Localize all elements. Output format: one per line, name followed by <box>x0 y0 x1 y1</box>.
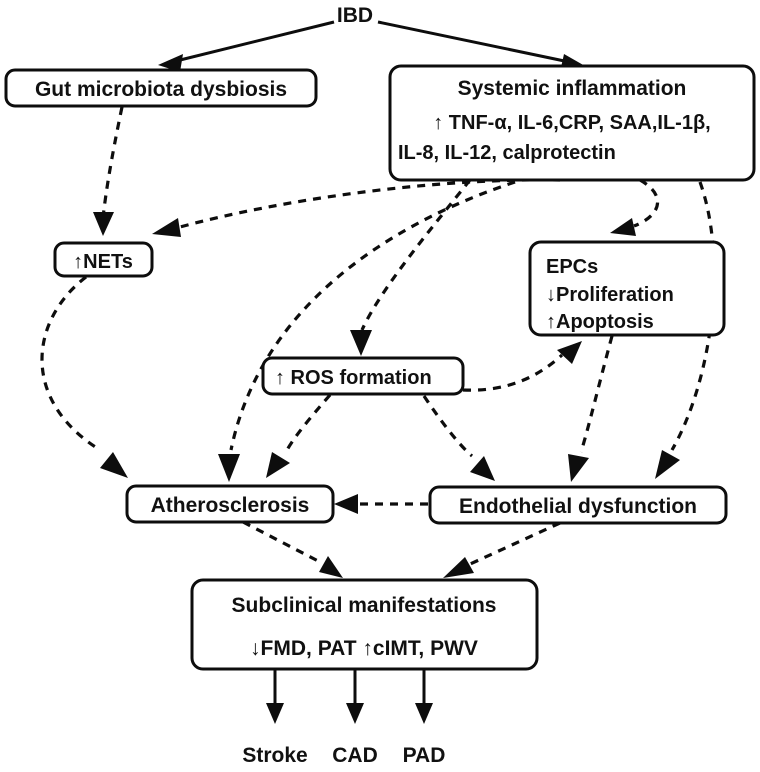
node-label-atherosclerosis: Atherosclerosis <box>151 494 310 517</box>
edge-ros-to-endothelial <box>422 395 495 481</box>
edge-systemic-to-ros <box>350 179 472 356</box>
edge-subclinical-to-pad <box>415 669 433 724</box>
node-box-atherosclerosis <box>125 484 335 524</box>
arrow-head-icon <box>152 218 181 237</box>
edge-atherosclerosis-to-subclinical <box>242 520 343 578</box>
node-box-gut <box>4 68 318 108</box>
edge-subclinical-to-stroke <box>266 669 284 724</box>
node-label-systemic-markers-1: ↑ TNF-α, IL-6,CRP, SAA,IL-1β, <box>433 112 710 134</box>
node-label-ros: ↑ ROS formation <box>275 367 432 389</box>
node-systemic-inflammation[interactable]: Systemic inflammation ↑ TNF-α, IL-6,CRP,… <box>388 64 756 182</box>
node-box-subclinical <box>190 578 539 671</box>
node-label-subclinical-title: Subclinical manifestations <box>232 594 497 617</box>
arrow-head-icon <box>443 557 474 578</box>
edge-endothelial-to-subclinical <box>443 521 561 578</box>
edge-ros-to-atherosclerosis <box>266 393 332 478</box>
node-label-subclinical-metrics: ↓FMD, PAT ↑cIMT, PWV <box>250 637 478 660</box>
node-subclinical-manifestations[interactable]: Subclinical manifestations ↓FMD, PAT ↑cI… <box>190 578 539 671</box>
node-ros-formation[interactable]: ↑ ROS formation <box>261 356 465 396</box>
node-label-systemic-markers-2: IL-8, IL-12, calprotectin <box>398 142 616 164</box>
arrow-head-icon <box>415 703 433 724</box>
arrow-head-icon <box>100 452 128 478</box>
arrow-head-icon <box>655 450 680 479</box>
edge-systemic-to-atherosclerosis <box>218 180 516 482</box>
arrow-head-icon <box>158 54 183 72</box>
edge-ibd-to-gut <box>158 20 335 72</box>
arrow-head-icon <box>568 454 589 482</box>
node-label-endothelial: Endothelial dysfunction <box>459 495 697 518</box>
node-epcs[interactable]: EPCs ↓Proliferation ↑Apoptosis <box>528 240 726 337</box>
edge-gut-to-nets <box>93 106 124 236</box>
node-label-epcs-proliferation: ↓Proliferation <box>546 284 674 306</box>
arrow-head-icon <box>350 330 372 356</box>
edge-subclinical-to-cad <box>346 669 364 724</box>
arrow-head-icon <box>266 703 284 724</box>
node-label-epcs-title: EPCs <box>546 256 598 278</box>
edge-systemic-to-epcs <box>610 178 660 236</box>
node-gut-microbiota-dysbiosis[interactable]: Gut microbiota dysbiosis <box>4 68 318 108</box>
node-endothelial-dysfunction[interactable]: Endothelial dysfunction <box>428 485 728 525</box>
node-cad: CAD <box>332 744 378 767</box>
node-label-gut: Gut microbiota dysbiosis <box>35 78 287 101</box>
arrow-head-icon <box>93 212 114 236</box>
edge-endothelial-to-atherosclerosis <box>334 494 428 514</box>
edge-nets-to-atherosclerosis <box>40 275 128 478</box>
arrow-head-icon <box>557 341 582 364</box>
node-label-nets: ↑NETs <box>73 251 133 273</box>
arrow-head-icon <box>266 452 290 478</box>
node-box-nets <box>53 241 154 278</box>
node-stroke: Stroke <box>242 744 307 767</box>
node-label-systemic-title: Systemic inflammation <box>458 77 687 100</box>
node-nets[interactable]: ↑NETs <box>53 241 154 278</box>
node-ibd: IBD <box>337 4 373 27</box>
arrow-head-icon <box>470 456 495 481</box>
node-box-endothelial <box>428 485 728 525</box>
arrow-head-icon <box>346 703 364 724</box>
edge-ros-to-epcs <box>462 341 582 392</box>
edge-epcs-to-endothelial <box>568 335 614 482</box>
arrow-head-icon <box>334 494 358 514</box>
node-box-ros <box>261 356 465 396</box>
node-atherosclerosis[interactable]: Atherosclerosis <box>125 484 335 524</box>
node-box-epcs <box>528 240 726 337</box>
arrow-head-icon <box>218 454 240 482</box>
node-label-epcs-apoptosis: ↑Apoptosis <box>546 311 654 333</box>
arrow-head-icon <box>610 218 636 236</box>
node-pad: PAD <box>403 744 446 767</box>
arrow-head-icon <box>319 556 343 578</box>
node-box-systemic <box>388 64 756 182</box>
